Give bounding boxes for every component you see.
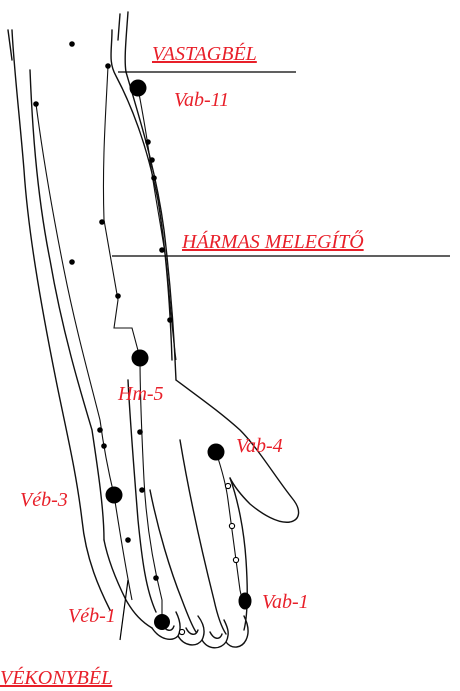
point-ring	[229, 523, 234, 528]
small-intestine-meridian	[36, 104, 114, 495]
point-dot	[151, 175, 157, 181]
point-dot	[167, 317, 173, 323]
forearm-left-edge	[12, 30, 110, 610]
point-dot	[145, 139, 151, 145]
hand-inner-2	[150, 490, 196, 632]
point-dot	[159, 247, 165, 253]
label-harmas-melegito: HÁRMAS MELEGÍTŐ	[181, 229, 364, 253]
label-vab-4: Vab-4	[236, 435, 283, 457]
small-points	[33, 41, 238, 634]
labels: VASTAGBÉL Vab-11 HÁRMAS MELEGÍTŐ Hm-5 Va…	[0, 42, 364, 689]
point-ring	[233, 557, 238, 562]
point-vab-4	[208, 444, 225, 461]
leader-lines	[112, 72, 450, 640]
point-dot	[69, 259, 75, 265]
label-vab-11: Vab-11	[174, 89, 229, 111]
label-vab-1: Vab-1	[262, 591, 309, 613]
triple-warmer-meridian	[103, 66, 140, 358]
point-dot	[149, 157, 155, 163]
point-dot	[97, 427, 103, 433]
point-vab-11	[130, 80, 147, 97]
arm-top-stub-1	[118, 14, 120, 40]
nail-3	[210, 632, 222, 638]
point-dot	[33, 101, 39, 107]
point-dot	[153, 575, 159, 581]
arm-top-stub-2	[8, 30, 12, 60]
label-vekonybel: VÉKONYBÉL	[0, 666, 112, 689]
point-veb-3	[106, 487, 123, 504]
point-dot	[101, 443, 107, 449]
small-intestine-meridian-hand	[114, 495, 132, 600]
large-points	[106, 80, 252, 631]
label-veb-3: Véb-3	[20, 489, 68, 511]
point-veb-1	[154, 614, 170, 630]
point-dot	[139, 487, 145, 493]
fingertip-3	[202, 620, 228, 648]
point-dot	[69, 41, 75, 47]
point-dot	[99, 219, 105, 225]
point-vab-1	[239, 593, 252, 610]
label-vastagbel: VASTAGBÉL	[152, 42, 257, 65]
point-dot	[125, 537, 131, 543]
point-hm-5	[132, 350, 149, 367]
forearm-radial-contour	[111, 30, 172, 360]
hand-inner-3	[180, 440, 226, 634]
label-veb-1: Véb-1	[68, 605, 116, 627]
point-dot	[115, 293, 121, 299]
fingertip-4	[226, 616, 248, 647]
point-ring	[179, 629, 184, 634]
point-ring	[225, 483, 230, 488]
point-dot	[105, 63, 111, 69]
point-dot	[137, 429, 143, 435]
forearm-right-edge	[125, 12, 176, 380]
label-hm-5: Hm-5	[117, 383, 164, 405]
arm-outline	[8, 12, 299, 648]
